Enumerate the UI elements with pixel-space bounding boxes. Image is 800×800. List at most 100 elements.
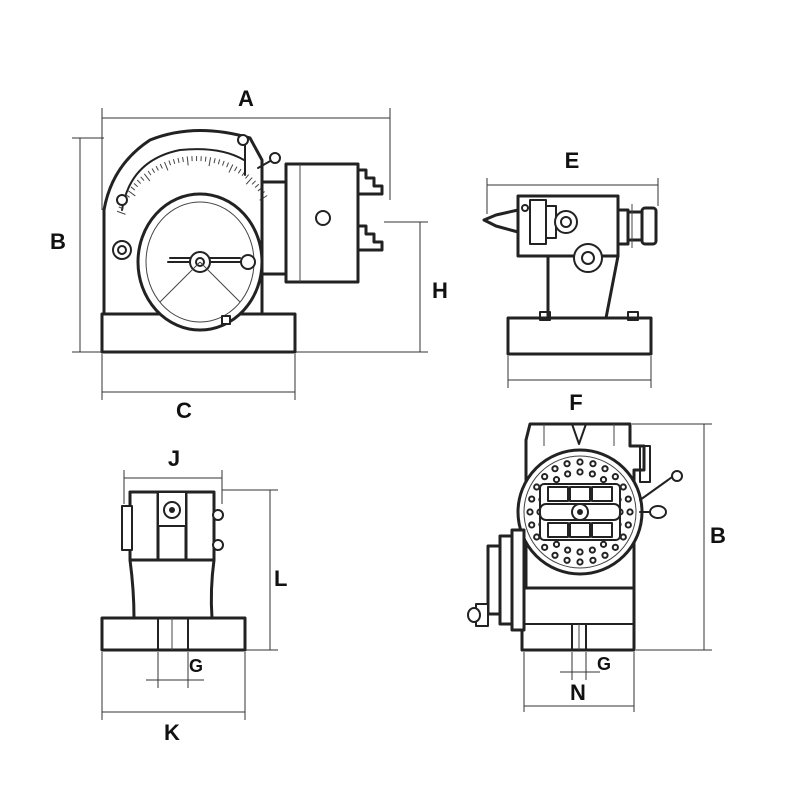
front-view-scale-arc — [121, 148, 245, 211]
scale-tick — [118, 206, 124, 210]
scale-tick — [136, 179, 142, 184]
scale-tick — [155, 165, 159, 171]
plate-hole — [624, 495, 632, 503]
plate-hole — [563, 556, 571, 564]
plate-hole — [576, 468, 584, 476]
front-view-jaw-bottom — [356, 224, 384, 252]
front-view-scale-ticks — [116, 155, 268, 215]
dimension-label-a: A — [238, 86, 254, 111]
scale-tick — [222, 160, 225, 166]
scale-tick — [147, 170, 152, 176]
scale-tick — [125, 194, 130, 198]
front-view — [100, 128, 384, 354]
tailstock-side-center-point — [482, 208, 520, 234]
headstock-end-view — [467, 422, 683, 652]
plate-hole — [533, 533, 541, 541]
dimension-label-b-right: B — [710, 523, 726, 548]
scale-tick — [140, 176, 145, 181]
plate-hole — [526, 508, 534, 516]
tailstock-front-base — [100, 616, 247, 652]
scale-tick — [172, 158, 176, 165]
scale-tick — [168, 160, 172, 166]
scale-tick — [130, 186, 136, 191]
tailstock-front-column — [128, 558, 216, 620]
plate-hole — [601, 465, 609, 473]
dimension-label-h: H — [432, 278, 448, 303]
scale-tick — [217, 159, 221, 165]
scale-tick — [251, 180, 256, 185]
plate-hole — [528, 495, 536, 503]
headstock-end-jaw-1 — [547, 486, 569, 502]
scale-tick — [164, 161, 169, 171]
plate-hole — [576, 548, 584, 556]
plate-hole — [601, 551, 609, 559]
plate-hole — [626, 508, 634, 516]
headstock-end-dimensions: B G N — [523, 423, 726, 712]
plate-hole — [588, 470, 596, 478]
scale-tick — [143, 173, 151, 182]
plate-hole — [541, 473, 549, 481]
plate-hole — [564, 546, 572, 554]
dimension-label-l: L — [274, 566, 287, 591]
tailstock-side-dimensions: E F — [486, 148, 659, 415]
dimension-label-j: J — [168, 446, 180, 471]
headstock-end-plate-holes — [526, 458, 634, 566]
plate-hole — [564, 470, 572, 478]
plate-hole — [589, 460, 597, 468]
headstock-end-lever — [639, 473, 677, 501]
headstock-end-crank-wheel — [510, 528, 526, 632]
plate-hole — [551, 551, 559, 559]
scale-tick — [133, 182, 138, 188]
scale-tick — [177, 157, 180, 163]
scale-tick — [234, 166, 238, 172]
plate-hole — [611, 473, 619, 481]
tailstock-side-base — [506, 316, 653, 356]
scale-tick — [213, 158, 216, 164]
plate-hole — [588, 546, 596, 554]
dimension-label-e: E — [565, 148, 580, 173]
plate-hole — [541, 543, 549, 551]
plate-hole — [552, 540, 561, 548]
plate-hole — [619, 533, 627, 541]
headstock-end-crank-handle — [467, 607, 481, 623]
scale-tick — [116, 210, 126, 215]
dimension-label-k: K — [164, 720, 180, 745]
scale-tick — [228, 164, 234, 173]
headstock-end-jaw-2 — [569, 486, 591, 502]
plate-hole — [576, 558, 584, 566]
headstock-end-jaw-3 — [591, 486, 613, 502]
front-view-dimensions: A B C H — [50, 86, 448, 423]
front-view-pointer-ball — [237, 134, 249, 146]
front-view-housing — [102, 128, 264, 314]
plate-hole — [576, 458, 584, 466]
headstock-end-index-mark — [571, 423, 587, 445]
dimension-label-b: B — [50, 229, 66, 254]
scale-tick — [226, 162, 230, 168]
dimension-label-f: F — [569, 390, 582, 415]
scale-tick — [245, 177, 253, 185]
scale-tick — [204, 156, 207, 162]
tailstock-side-knob — [626, 210, 644, 242]
scale-tick — [237, 168, 242, 174]
tailstock-side-view — [482, 194, 658, 356]
scale-tick — [127, 190, 136, 197]
front-view-crank-handle — [240, 254, 256, 270]
dimension-label-g-left: G — [189, 656, 203, 676]
scale-tick — [254, 183, 260, 188]
front-view-lever-ball — [269, 152, 281, 164]
scale-tick — [208, 157, 212, 167]
tailstock-front-dimensions: J L G K — [101, 446, 287, 745]
plate-hole — [624, 521, 632, 529]
plate-hole — [619, 483, 627, 491]
plate-hole — [533, 483, 541, 491]
scale-tick — [159, 163, 163, 169]
scale-tick — [151, 168, 156, 173]
plate-hole — [599, 476, 608, 484]
front-view-spindle-neck — [260, 180, 288, 276]
plate-hole — [589, 556, 597, 564]
front-view-screw-1 — [116, 194, 128, 206]
plate-hole — [528, 521, 536, 529]
tailstock-front-slot — [157, 617, 189, 651]
dimension-label-n: N — [570, 680, 586, 705]
